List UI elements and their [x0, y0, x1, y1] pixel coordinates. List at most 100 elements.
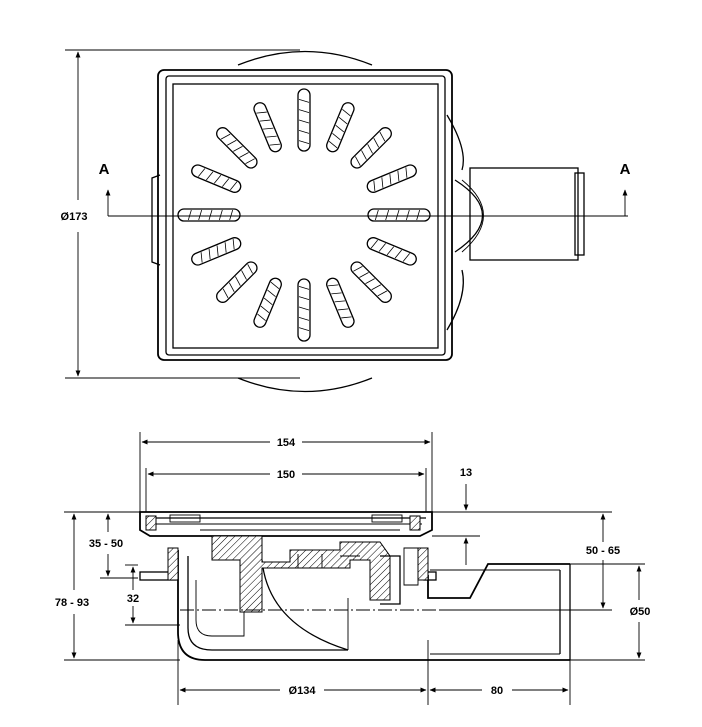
grate-slot-bar	[328, 141, 338, 149]
grate-slot-bar	[206, 171, 214, 181]
grate-slot-bar	[371, 284, 382, 291]
grate-slot-bar	[337, 308, 349, 311]
grate-slot-bar	[373, 137, 380, 148]
grate-slot-bar	[222, 288, 229, 299]
grate-slot-bar	[241, 270, 247, 280]
grate-slot-bar	[298, 316, 310, 321]
grate-slot-bar	[298, 140, 310, 145]
grate-slot-bar	[341, 316, 352, 319]
outlet-pipe-top	[454, 167, 585, 261]
grate-slot-bar	[381, 177, 384, 188]
grate-slot-bar	[208, 209, 213, 221]
grate-slot-bar	[214, 174, 222, 184]
grate-slot-bar	[359, 272, 369, 278]
grate-slot-bar	[389, 173, 392, 185]
grate-slot-bar	[269, 143, 281, 146]
grate-slot-bar	[229, 209, 234, 221]
outlet-height-label: 50 - 65	[586, 545, 620, 557]
body-diameter-label: Ø134	[289, 685, 317, 697]
grate-slot-bar	[245, 158, 255, 164]
grate-slot-bar	[378, 243, 386, 252]
width-outer-label: 154	[277, 437, 296, 449]
total-height-label: 78 - 93	[55, 597, 89, 609]
grate-slot	[367, 208, 431, 222]
grate-slot-bar	[230, 181, 238, 191]
section-insert	[167, 535, 429, 613]
section-line-a: A A	[99, 161, 631, 217]
grate-slot-bar	[263, 297, 273, 305]
grate-slot-bar	[335, 125, 345, 133]
grate-slot-bar	[416, 209, 421, 221]
grate-slot-bar	[331, 292, 342, 295]
grate-slot	[350, 261, 392, 303]
grate-slot-bar	[222, 178, 230, 187]
grate-slot-bar	[405, 167, 408, 178]
grate-slot-bar	[405, 209, 410, 221]
grate-slot-bar	[298, 109, 310, 114]
grate-slot-bar	[298, 119, 310, 124]
grate-slot	[366, 164, 417, 193]
grate-slot-bar	[266, 135, 277, 138]
width-dimensions: 154 150	[139, 432, 433, 512]
diameter-dimension-top: Ø173	[61, 49, 300, 379]
grate-slot-bar	[218, 209, 223, 221]
frame-height-label: 13	[460, 467, 472, 479]
grate-slot-bar	[377, 290, 388, 297]
grate-slot	[366, 237, 417, 266]
diameter-label-173: Ø173	[61, 211, 88, 223]
grate-slot-bar	[379, 131, 386, 142]
flange-label: 32	[127, 593, 139, 605]
grate-slot-bar	[270, 281, 280, 289]
grate-slot-bar	[235, 276, 241, 286]
grate-slot-bar	[216, 245, 219, 257]
grate-slots	[177, 88, 431, 342]
grate-slot-bar	[233, 146, 243, 152]
grate-slot	[326, 102, 355, 153]
grate-slot-bar	[256, 111, 267, 114]
grate-slot-bar	[386, 246, 394, 256]
section-grate	[139, 511, 433, 537]
grate-slot-bar	[259, 119, 271, 122]
grate-slot-bar	[226, 139, 237, 146]
grate-slot-bar	[220, 133, 231, 140]
left-height-dimensions: 78 - 93 35 - 50 32	[55, 511, 180, 661]
outlet-length-label: 80	[491, 685, 503, 697]
grate-slot-bar	[257, 313, 266, 322]
grate-slot-bar	[239, 152, 249, 158]
grate-slot	[216, 127, 258, 169]
grate-slot-bar	[298, 129, 310, 134]
grate-slot	[297, 88, 311, 152]
grate-slot	[253, 277, 282, 328]
frame-height-dimension: 13	[432, 467, 480, 565]
grate-slot-bar	[198, 209, 203, 221]
grate-slot-bar	[395, 209, 400, 221]
grate-slot-bar	[298, 98, 310, 103]
grate-slot-bar	[397, 170, 400, 182]
grate-slot-bar	[200, 252, 203, 263]
grate-slot-bar	[373, 180, 376, 192]
section-flange	[139, 571, 437, 581]
grate-slot-bar	[187, 209, 192, 221]
grate-slot-bar	[367, 144, 373, 154]
grate-slot-bar	[232, 238, 235, 250]
grate-slot-bar	[394, 249, 402, 259]
grate-slot-bar	[385, 209, 390, 221]
grate-slot-bar	[374, 209, 379, 221]
section-marker-left: A	[99, 161, 110, 178]
grate-slot	[177, 208, 241, 222]
grate-slot-bar	[365, 278, 375, 284]
section-view: 154 150 13 78 - 93 35 - 50	[55, 432, 650, 705]
grate-slot-bar	[298, 306, 310, 311]
grate-slot	[191, 237, 242, 266]
grate-slot-bar	[228, 282, 235, 293]
grate-slot	[297, 278, 311, 342]
grate-slot-bar	[224, 242, 227, 253]
grate-slot-bar	[247, 264, 253, 274]
grate-slot-bar	[208, 248, 211, 260]
grate-slot-bar	[260, 305, 270, 313]
height-range-label: 35 - 50	[89, 538, 123, 550]
section-marker-right: A	[620, 161, 631, 178]
top-view: A A Ø173	[61, 49, 631, 393]
grate-slot-bar	[267, 289, 276, 297]
